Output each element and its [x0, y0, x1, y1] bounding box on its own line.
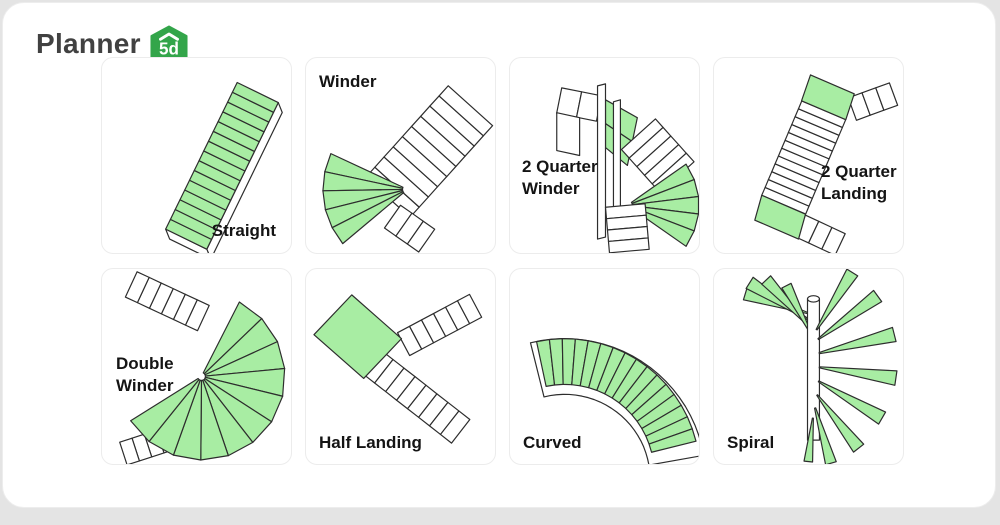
- stair-card-straight[interactable]: Straight: [101, 57, 292, 254]
- stair-label-spiral: Spiral: [727, 432, 775, 452]
- roof-icon: [158, 32, 179, 41]
- spiral-stairs-illustration: [742, 269, 898, 464]
- curved-stairs-illustration: [529, 338, 699, 464]
- stair-label-curved: Curved: [523, 432, 582, 452]
- half-landing-stairs-illustration: [313, 293, 483, 444]
- stair-card-half-landing[interactable]: Half Landing: [305, 268, 496, 465]
- stair-card-spiral[interactable]: Spiral: [713, 268, 904, 465]
- two-quarter-landing-stairs-illustration: [754, 74, 899, 253]
- winder-stairs-illustration: [322, 85, 494, 253]
- stair-label-double-winder: Double Winder: [116, 354, 174, 396]
- stair-label-straight: Straight: [211, 220, 276, 240]
- stair-card-double-winder[interactable]: Double Winder: [101, 268, 292, 465]
- stair-card-two-quarter-landing[interactable]: 2 Quarter Landing: [713, 57, 904, 254]
- main-panel: Planner 5d Straight Winder 2 Quarter Win…: [2, 2, 996, 508]
- stair-card-winder[interactable]: Winder: [305, 57, 496, 254]
- stair-card-curved[interactable]: Curved: [509, 268, 700, 465]
- straight-stairs-illustration: [165, 81, 283, 253]
- brand-name: Planner: [36, 28, 141, 59]
- two-quarter-winder-stairs-illustration: [556, 83, 699, 253]
- badge-text: 5d: [159, 39, 179, 58]
- stair-label-half-landing: Half Landing: [319, 432, 422, 452]
- stairs-grid: Straight Winder 2 Quarter Winder 2 Quart…: [101, 57, 904, 465]
- stair-label-winder: Winder: [319, 72, 377, 91]
- stair-label-two-quarter-landing: 2 Quarter Landing: [821, 162, 897, 204]
- stair-label-two-quarter-winder: 2 Quarter Winder: [522, 157, 598, 199]
- double-winder-stairs-illustration: [119, 271, 286, 464]
- stair-card-two-quarter-winder[interactable]: 2 Quarter Winder: [509, 57, 700, 254]
